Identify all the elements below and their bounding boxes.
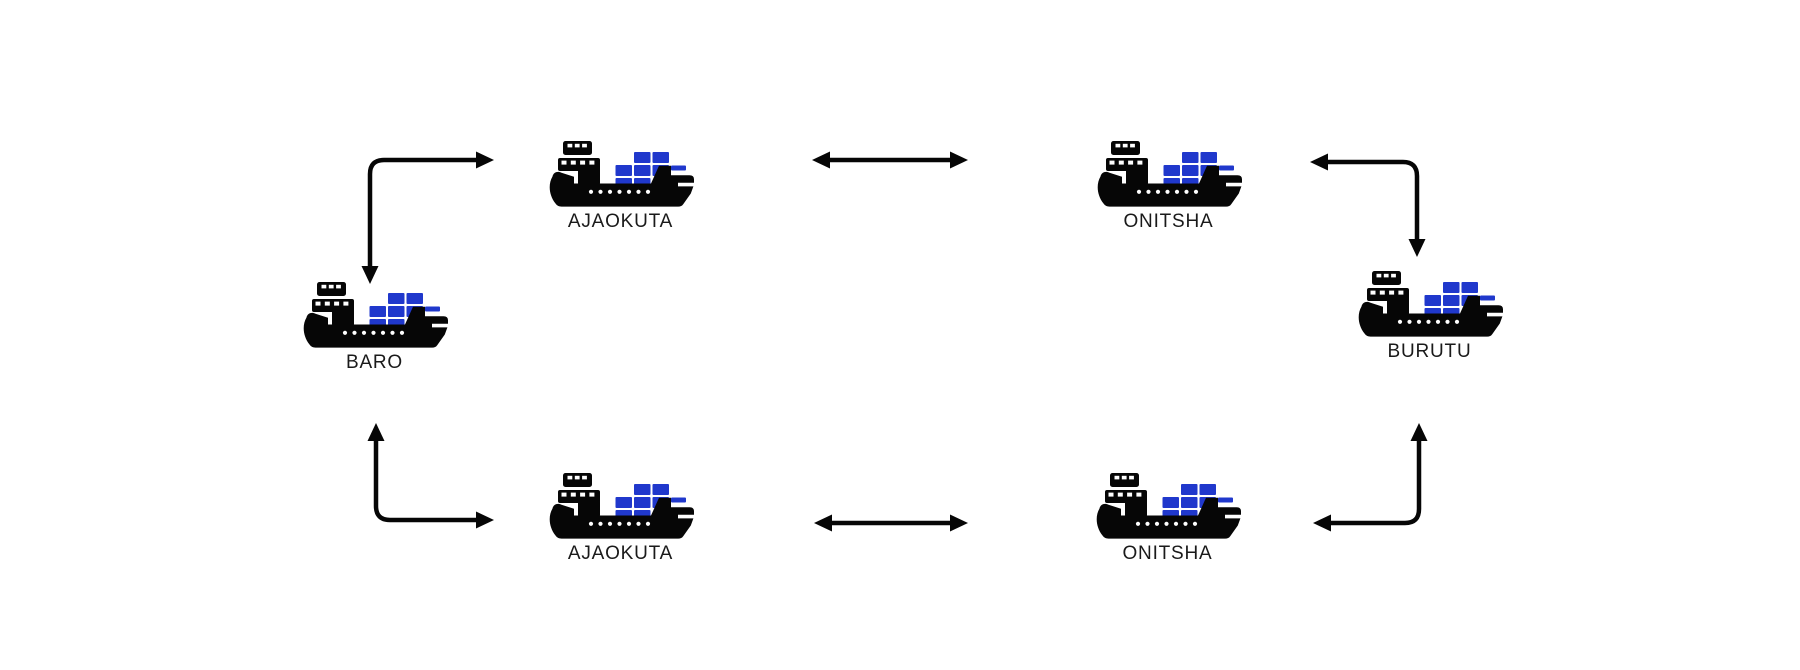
port-label: ONITSHA [1123, 211, 1214, 232]
node-ajaokuta-top: AJAOKUTA [547, 140, 694, 233]
cargo-ship-icon [1095, 140, 1242, 210]
cargo-ship-icon [547, 472, 694, 542]
node-onitsha-top: ONITSHA [1095, 140, 1242, 233]
node-ajaokuta-bottom: AJAOKUTA [547, 472, 694, 565]
arrow-ajaokuta-onitsha-top [812, 151, 968, 169]
port-label: AJAOKUTA [567, 211, 674, 232]
arrow-onitsha-burutu [1310, 153, 1426, 257]
arrow-baro-ajaokuta-bottom [367, 423, 494, 529]
arrow-burutu-onitsha-bottom [1313, 423, 1428, 532]
arrow-baro-ajaokuta-top [361, 151, 494, 284]
node-baro: BARO [301, 281, 448, 374]
cargo-ship-icon [1094, 472, 1241, 542]
node-onitsha-bottom: ONITSHA [1094, 472, 1241, 565]
node-burutu: BURUTU [1356, 270, 1503, 363]
port-label: BURUTU [1387, 341, 1472, 362]
port-label: ONITSHA [1122, 543, 1213, 564]
cargo-ship-icon [547, 140, 694, 210]
cargo-ship-icon [1356, 270, 1503, 340]
port-label: BARO [345, 352, 404, 373]
arrow-ajaokuta-onitsha-bottom [814, 514, 968, 532]
port-label: AJAOKUTA [567, 543, 674, 564]
cargo-ship-icon [301, 281, 448, 351]
